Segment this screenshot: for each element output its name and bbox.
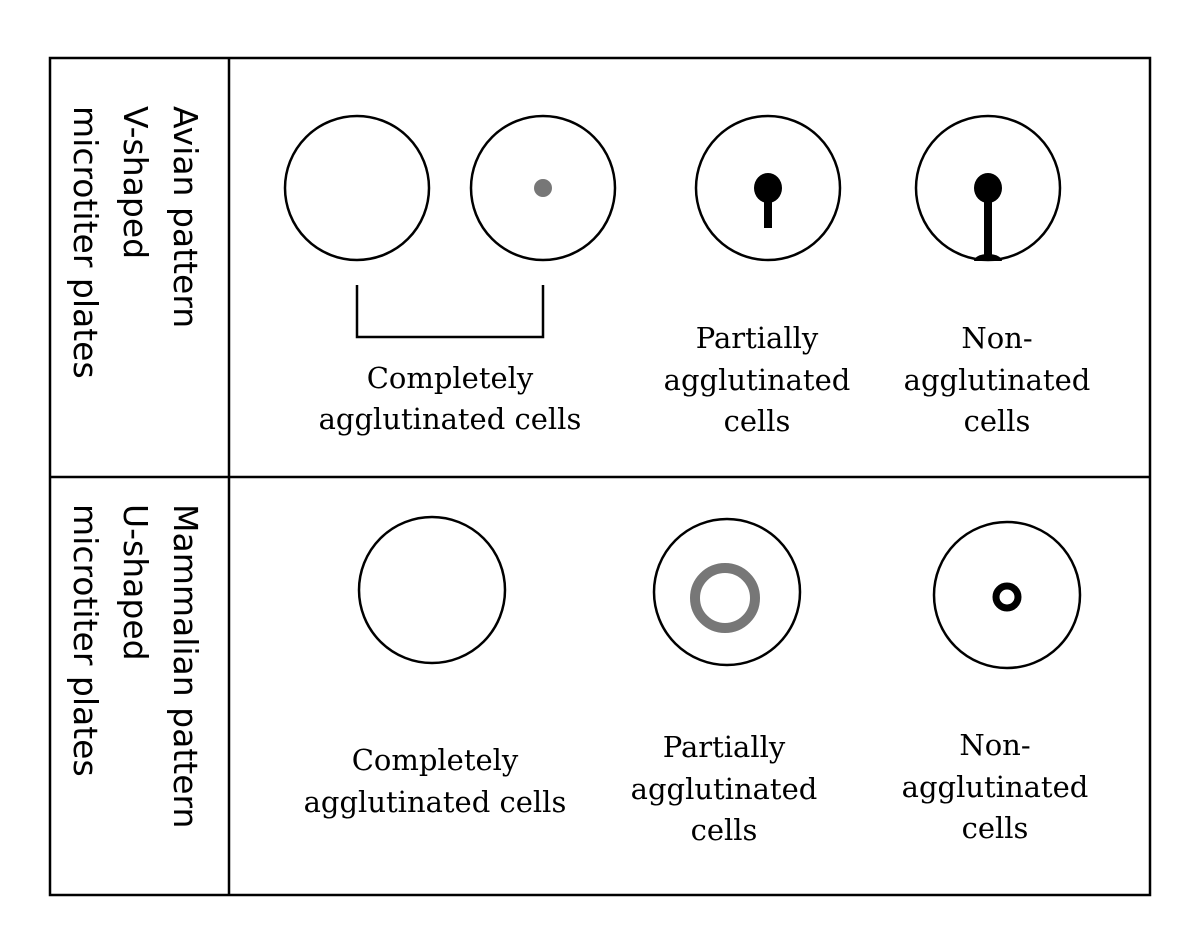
black-ring <box>992 582 1022 612</box>
header-line-3: microtiter plates <box>66 504 105 777</box>
label-partially: cells <box>724 404 791 438</box>
cell-button-head <box>754 173 782 203</box>
header-line-1: Avian pattern <box>166 106 205 328</box>
well-partial <box>652 517 802 667</box>
header-line-2: V-shaped <box>116 106 155 259</box>
cell-button-head <box>974 173 1002 203</box>
label-non: agglutinated <box>902 770 1089 804</box>
label-non: Non- <box>961 321 1032 355</box>
well-empty <box>283 114 431 262</box>
streak-foot <box>974 254 1002 261</box>
well-empty <box>357 515 507 665</box>
label-non: agglutinated <box>904 363 1091 397</box>
gray-ring <box>690 563 760 633</box>
label-non: cells <box>964 404 1031 438</box>
label-completely: Completely <box>367 361 534 395</box>
label-partially: agglutinated <box>631 772 818 806</box>
well-with-dot <box>469 114 617 262</box>
label-completely: agglutinated cells <box>319 402 582 436</box>
mammalian-row-header: Mammalian pattern U-shaped microtiter pl… <box>66 504 205 828</box>
long-streak <box>984 195 992 257</box>
label-completely: Completely <box>352 743 519 777</box>
label-non: Non- <box>959 728 1030 762</box>
label-partially: Partially <box>663 730 786 764</box>
well-partial <box>694 114 842 262</box>
well-non-agglutinated <box>932 520 1082 670</box>
label-partially: agglutinated <box>664 363 851 397</box>
avian-row-header: Avian pattern V-shaped microtiter plates <box>66 106 205 379</box>
label-partially: Partially <box>696 321 819 355</box>
short-streak <box>764 195 772 228</box>
header-line-3: microtiter plates <box>66 106 105 379</box>
header-line-1: Mammalian pattern <box>166 504 205 828</box>
bracket <box>355 285 545 339</box>
label-partially: cells <box>691 813 758 847</box>
label-completely: agglutinated cells <box>304 785 567 819</box>
gray-dot <box>534 179 552 197</box>
header-line-2: U-shaped <box>116 504 155 661</box>
label-non: cells <box>962 811 1029 845</box>
